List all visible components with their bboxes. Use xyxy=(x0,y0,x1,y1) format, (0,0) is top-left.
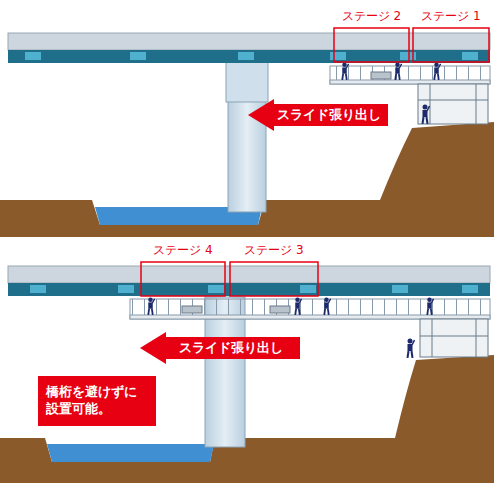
slide-arrow: スライド張り出し xyxy=(140,332,300,364)
note-text: 橋桁を避けずに 設置可能。 xyxy=(46,383,148,417)
stage-label: ステージ 3 xyxy=(229,240,319,258)
scaffold-stage xyxy=(130,299,490,319)
stage-rect xyxy=(413,28,489,62)
scaffold-floor xyxy=(330,80,490,84)
pier-cap xyxy=(226,62,268,102)
stage-frame: ステージ 1 xyxy=(412,6,490,63)
arrow-label: スライド張り出し xyxy=(277,107,381,123)
girder-joints xyxy=(30,285,478,293)
bottom-panel xyxy=(0,266,494,483)
arrow-fill xyxy=(248,99,388,131)
stage-label: ステージ 1 xyxy=(412,6,490,24)
slide-arrow: スライド張り出し xyxy=(248,99,388,131)
deck-slab xyxy=(8,33,490,50)
stage-rect xyxy=(230,262,318,296)
stage-frame: ステージ 4 xyxy=(140,240,226,297)
note-box: 橋桁を避けずに 設置可能。 xyxy=(38,376,156,426)
scaffold-floor xyxy=(130,315,490,319)
stage-label: ステージ 4 xyxy=(140,240,226,258)
stage-frame: ステージ 3 xyxy=(229,240,319,297)
stage-label: ステージ 2 xyxy=(333,6,410,24)
gantry xyxy=(420,319,488,357)
deck-slab xyxy=(8,266,490,283)
top-panel xyxy=(0,33,494,237)
arrow-label: スライド張り出し xyxy=(179,340,283,356)
ground xyxy=(0,355,494,483)
stage-rect xyxy=(141,262,225,296)
material xyxy=(270,306,290,313)
water xyxy=(47,444,214,462)
girder-joints xyxy=(25,52,478,60)
material xyxy=(371,72,391,79)
stage-rect xyxy=(334,28,409,62)
stage-frame: ステージ 2 xyxy=(333,6,410,63)
girder xyxy=(8,50,490,63)
scaffold-stage xyxy=(330,66,490,84)
girder xyxy=(8,283,490,296)
gantry xyxy=(418,84,488,124)
arrow-fill xyxy=(140,332,300,364)
material xyxy=(182,306,202,313)
